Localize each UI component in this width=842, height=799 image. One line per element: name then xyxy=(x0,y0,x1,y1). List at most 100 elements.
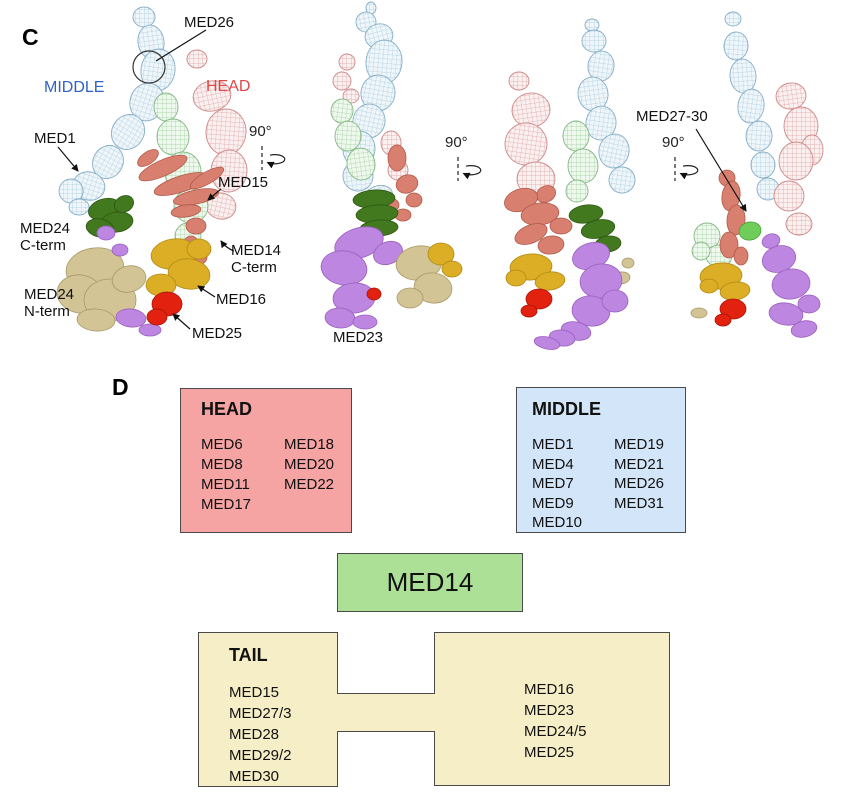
label-med27-30: MED27-30 xyxy=(636,108,708,125)
tail-module-box-right: MED16 MED23 MED24/5 MED25 xyxy=(434,632,670,786)
middle-box-column-2: MED19 MED21 MED26 MED31 xyxy=(614,436,664,514)
view1-med15-density xyxy=(137,149,225,265)
label-med24-cterm-line2: C-term xyxy=(20,237,66,254)
subunit: MED29/2 xyxy=(229,747,292,764)
med14-box-label: MED14 xyxy=(386,567,474,597)
tail-connector-bridge xyxy=(337,693,435,732)
middle-box-column-1: MED1 MED4 MED7 MED9 MED10 xyxy=(532,436,582,534)
view1-med16-density xyxy=(145,238,212,297)
label-med16: MED16 xyxy=(216,291,267,308)
view3-middle-mesh xyxy=(577,18,636,194)
rotation-icon-3 xyxy=(674,157,699,181)
med15-arrow xyxy=(207,188,222,201)
view4-head-mesh xyxy=(773,82,824,236)
label-med26: MED26 xyxy=(184,14,235,31)
label-med23: MED23 xyxy=(333,329,384,346)
subunit: MED19 xyxy=(614,436,665,453)
label-med24-nterm: MED24 N-term xyxy=(24,286,74,320)
subunit: MED16 xyxy=(524,681,575,698)
rotation-label-1: 90° xyxy=(249,123,272,140)
label-med24-cterm-line1: MED24 xyxy=(20,220,71,237)
label-med24-nterm-line1: MED24 xyxy=(24,286,75,303)
view1-purple-density xyxy=(96,225,162,337)
view4-med25-density xyxy=(714,298,747,327)
subunit: MED20 xyxy=(284,456,335,473)
view1-middle-mesh xyxy=(58,6,176,216)
subunit: MED15 xyxy=(229,684,280,701)
head-box-title: HEAD xyxy=(201,399,253,419)
subunit: MED31 xyxy=(614,494,665,512)
subunit: MED6 xyxy=(201,436,243,453)
tail-right-column: MED16 MED23 MED24/5 MED25 xyxy=(524,681,587,765)
view4-med15-density xyxy=(718,169,749,266)
view2-med23-density xyxy=(320,226,403,330)
subunit: MED27/3 xyxy=(229,705,292,722)
panel-d-letter: D xyxy=(112,374,129,400)
view4-middle-mesh xyxy=(723,11,780,201)
med14-cterm-arrow xyxy=(220,240,235,252)
middle-module-box: MIDDLE MED1 MED4 MED7 MED9 MED10 MED19 M… xyxy=(516,387,686,533)
label-med14-cterm: MED14 C-term xyxy=(231,242,281,276)
middle-box-title: MIDDLE xyxy=(532,399,601,419)
head-box-column-2: MED18 MED20 MED22 xyxy=(284,436,334,496)
view4-med24-nterm-density xyxy=(690,307,708,319)
label-middle: MIDDLE xyxy=(44,79,105,96)
label-med25: MED25 xyxy=(192,325,243,342)
rotation-label-3: 90° xyxy=(662,134,685,151)
view2-med24-nterm-density xyxy=(395,245,453,309)
subunit: MED7 xyxy=(532,475,574,492)
view3-med25-density xyxy=(520,288,553,318)
tail-left-column: MED15 MED27/3 MED28 MED29/2 MED30 xyxy=(229,684,292,789)
subunit: MED9 xyxy=(532,494,574,512)
subunit: MED18 xyxy=(284,436,335,453)
subunit: MED22 xyxy=(284,476,335,493)
head-box-column-1: MED6 MED8 MED11 MED17 xyxy=(201,436,251,516)
label-med24-nterm-line2: N-term xyxy=(24,303,70,320)
med16-arrow xyxy=(197,285,216,298)
head-module-box: HEAD MED6 MED8 MED11 MED17 MED18 MED20 M… xyxy=(180,388,352,533)
view1-med25-density xyxy=(146,291,183,326)
subunit: MED23 xyxy=(524,702,575,719)
subunit: MED8 xyxy=(201,456,243,473)
subunit: MED26 xyxy=(614,475,665,492)
view4-med16-density xyxy=(699,262,751,301)
subunit: MED17 xyxy=(201,496,252,513)
label-med15: MED15 xyxy=(218,174,269,191)
subunit: MED25 xyxy=(524,744,575,761)
label-med1: MED1 xyxy=(34,130,76,147)
label-med14-cterm-line2: C-term xyxy=(231,259,277,276)
panel-c-letter: C xyxy=(22,24,39,50)
med14-box: MED14 xyxy=(337,553,523,612)
view3-med23-density xyxy=(533,241,629,350)
subunit: MED10 xyxy=(532,514,583,531)
subunit: MED24/5 xyxy=(524,723,587,740)
view3-med16-density xyxy=(505,253,566,291)
med1-arrow xyxy=(57,146,79,172)
label-head: HEAD xyxy=(206,78,251,95)
tail-module-box-left: TAIL MED15 MED27/3 MED28 MED29/2 MED30 xyxy=(198,632,338,787)
subunit: MED11 xyxy=(201,476,250,493)
view2-med25-density xyxy=(366,287,382,301)
view3-head-mesh xyxy=(504,71,556,197)
med26-pointer-line xyxy=(155,29,207,62)
med26-circle-annotation xyxy=(132,50,166,84)
view3-med15-density xyxy=(504,185,573,255)
rotation-icon-1 xyxy=(261,146,286,170)
view4-med23-density xyxy=(761,233,821,338)
med27-30-arrow xyxy=(695,128,747,212)
subunit: MED21 xyxy=(614,455,665,473)
subunit: MED30 xyxy=(229,768,280,785)
med25-arrow xyxy=(172,313,191,330)
view2-med16-density xyxy=(427,242,463,278)
annotation-lines xyxy=(57,29,747,330)
subunit: MED4 xyxy=(532,455,574,473)
tail-box-title: TAIL xyxy=(229,645,268,665)
rotation-label-2: 90° xyxy=(445,134,468,151)
panel-c-structures xyxy=(56,1,824,350)
subunit: MED28 xyxy=(229,726,280,743)
view4-green-solid-density xyxy=(738,221,762,241)
rotation-icon-2 xyxy=(457,157,482,181)
subunit: MED1 xyxy=(532,436,574,453)
label-med14-cterm-line1: MED14 xyxy=(231,242,282,259)
